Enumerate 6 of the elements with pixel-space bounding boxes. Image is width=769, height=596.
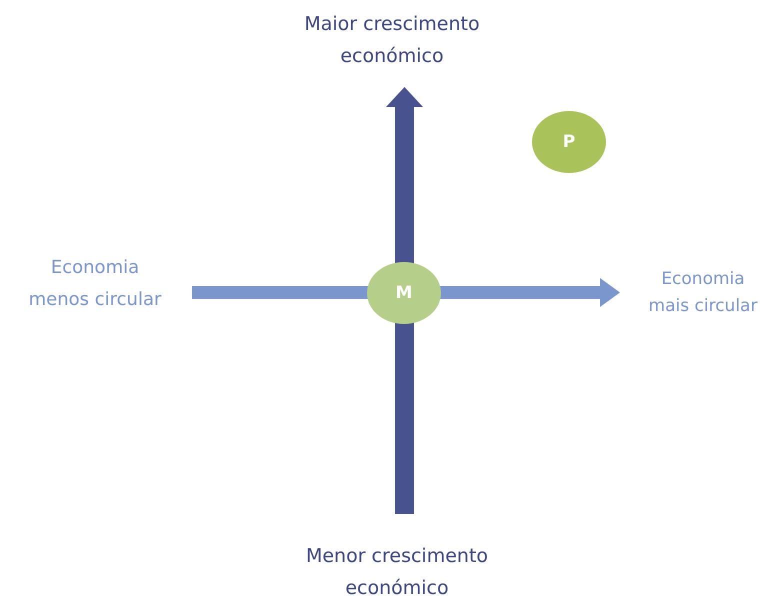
axis-label: Economia mais circular — [648, 268, 758, 318]
point-label: M — [396, 283, 412, 303]
axis-label: Menor crescimento económico — [304, 544, 490, 596]
point-label: P — [562, 132, 576, 152]
axis-label: Maior crescimento económico — [303, 12, 481, 69]
axis-label: Economia menos circular — [28, 256, 162, 312]
